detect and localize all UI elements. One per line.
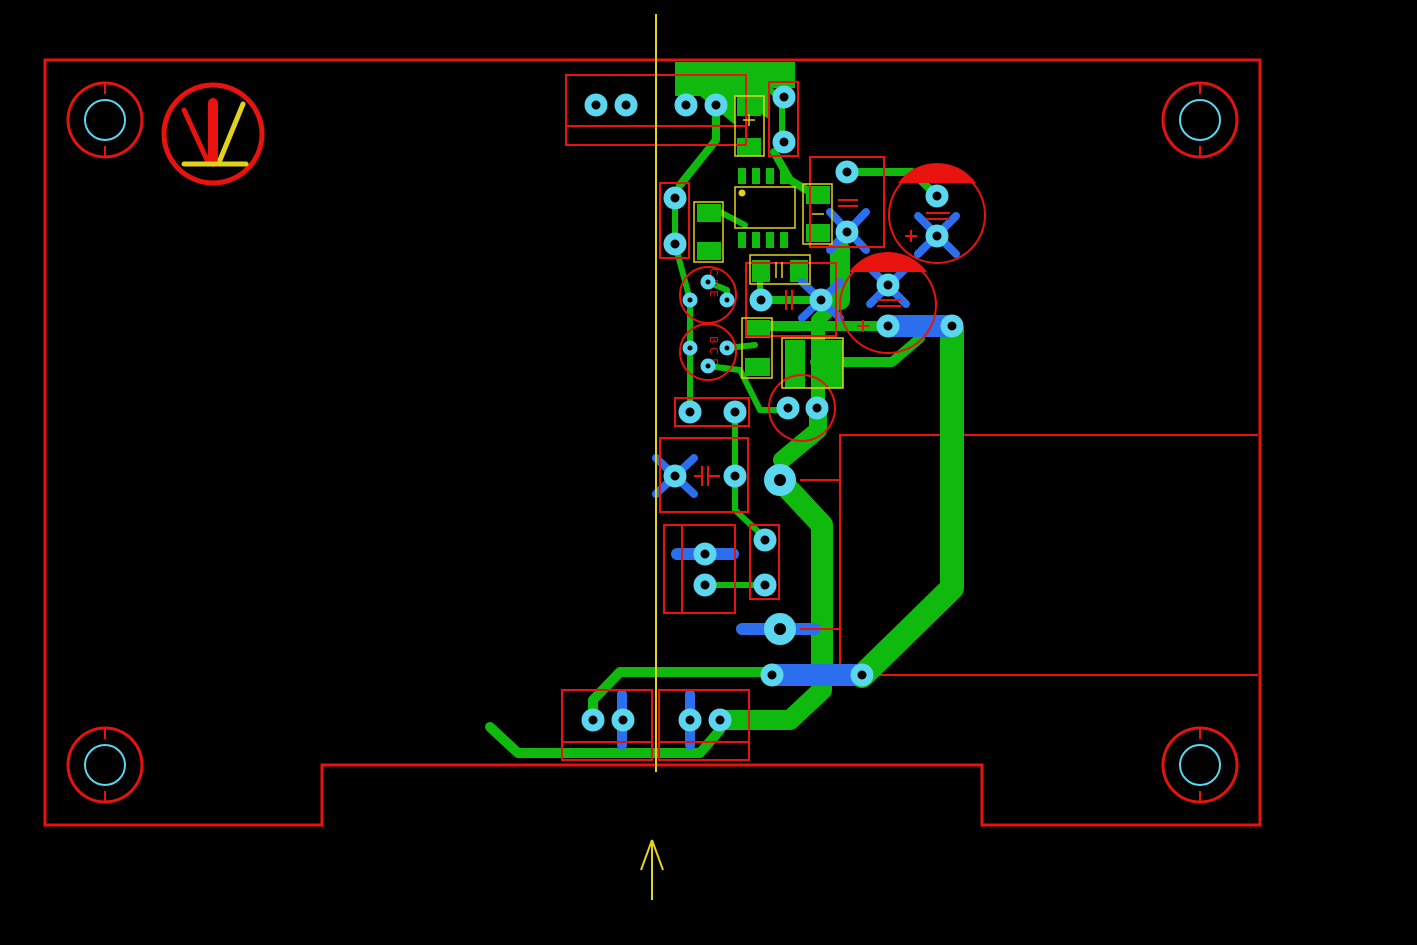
transistor-q2-label: B C E [707, 336, 720, 365]
smd-pads [697, 98, 843, 388]
heatsink-outline [839, 434, 1258, 676]
esd-symbol-icon [161, 82, 265, 186]
arrow-up-icon [640, 839, 664, 900]
small-pads [682, 274, 735, 374]
board-outline [43, 58, 1262, 827]
mount-hole-bottom-left [66, 726, 144, 804]
mount-hole-bottom-right [1161, 726, 1239, 804]
large-pads [764, 464, 796, 645]
cap-polarity-c2 [849, 251, 927, 272]
copper-pour-top [675, 62, 795, 125]
mount-hole-top-left [66, 81, 144, 159]
ic-pin1-dot [738, 189, 746, 197]
capacitor-symbols [694, 199, 950, 486]
through-hole-pads [581, 85, 964, 732]
mount-hole-top-right [1161, 81, 1239, 159]
cap-polarity-c1 [898, 162, 976, 183]
silkscreen-layer [693, 95, 844, 389]
